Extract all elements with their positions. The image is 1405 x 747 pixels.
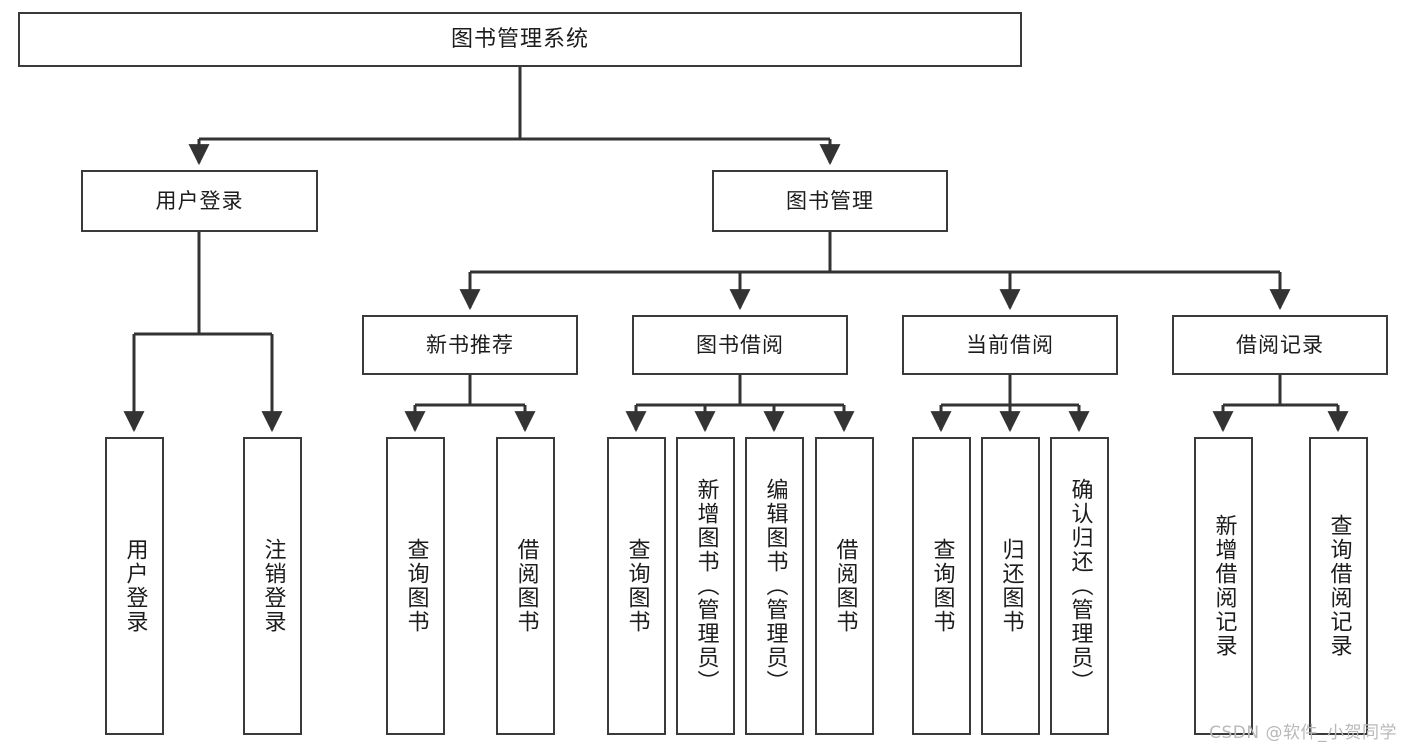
- node-root-system[interactable]: 图书管理系统: [18, 12, 1022, 67]
- node-label: 查询图书: [929, 538, 955, 634]
- node-label: 新增图书（管理员）: [693, 478, 719, 694]
- node-borrow-record[interactable]: 借阅记录: [1172, 315, 1388, 375]
- leaf-current-return-book[interactable]: 归还图书: [981, 437, 1040, 735]
- leaf-current-confirm-return-admin[interactable]: 确认归还（管理员）: [1050, 437, 1109, 735]
- node-label: 借阅记录: [1236, 332, 1324, 357]
- leaf-user-logout[interactable]: 注销登录: [243, 437, 302, 735]
- node-label: 借阅图书: [832, 538, 858, 634]
- leaf-borrow-borrow-book[interactable]: 借阅图书: [815, 437, 874, 735]
- node-user-login[interactable]: 用户登录: [81, 170, 318, 232]
- node-label: 查询图书: [624, 538, 650, 634]
- node-label: 编辑图书（管理员）: [762, 478, 788, 694]
- leaf-borrow-query-book[interactable]: 查询图书: [607, 437, 666, 735]
- node-label: 当前借阅: [966, 332, 1054, 357]
- leaf-borrow-edit-book-admin[interactable]: 编辑图书（管理员）: [745, 437, 804, 735]
- node-label: 确认归还（管理员）: [1067, 478, 1093, 694]
- leaf-record-add-borrow-record[interactable]: 新增借阅记录: [1194, 437, 1253, 735]
- leaf-borrow-add-book-admin[interactable]: 新增图书（管理员）: [676, 437, 735, 735]
- node-label: 用户登录: [155, 188, 244, 213]
- leaf-newbook-borrow-book[interactable]: 借阅图书: [496, 437, 555, 735]
- node-book-borrow[interactable]: 图书借阅: [632, 315, 848, 375]
- leaf-user-login[interactable]: 用户登录: [105, 437, 164, 735]
- node-label: 图书借阅: [696, 332, 784, 357]
- leaf-record-query-borrow-record[interactable]: 查询借阅记录: [1309, 437, 1368, 735]
- leaf-current-query-book[interactable]: 查询图书: [912, 437, 971, 735]
- node-label: 图书管理: [786, 188, 874, 213]
- node-label: 用户登录: [122, 538, 148, 634]
- node-label: 归还图书: [998, 538, 1024, 634]
- node-current-borrow[interactable]: 当前借阅: [902, 315, 1118, 375]
- node-book-management[interactable]: 图书管理: [712, 170, 948, 232]
- node-label: 查询借阅记录: [1326, 514, 1352, 658]
- node-label: 借阅图书: [513, 538, 539, 634]
- node-label: 图书管理系统: [450, 26, 589, 52]
- node-label: 新书推荐: [426, 332, 514, 357]
- node-label: 注销登录: [260, 538, 286, 634]
- leaf-newbook-query-book[interactable]: 查询图书: [386, 437, 445, 735]
- node-new-book-recommend[interactable]: 新书推荐: [362, 315, 578, 375]
- watermark: CSDN @软件_小贺同学: [1209, 723, 1397, 743]
- node-label: 新增借阅记录: [1211, 514, 1237, 658]
- node-label: 查询图书: [403, 538, 429, 634]
